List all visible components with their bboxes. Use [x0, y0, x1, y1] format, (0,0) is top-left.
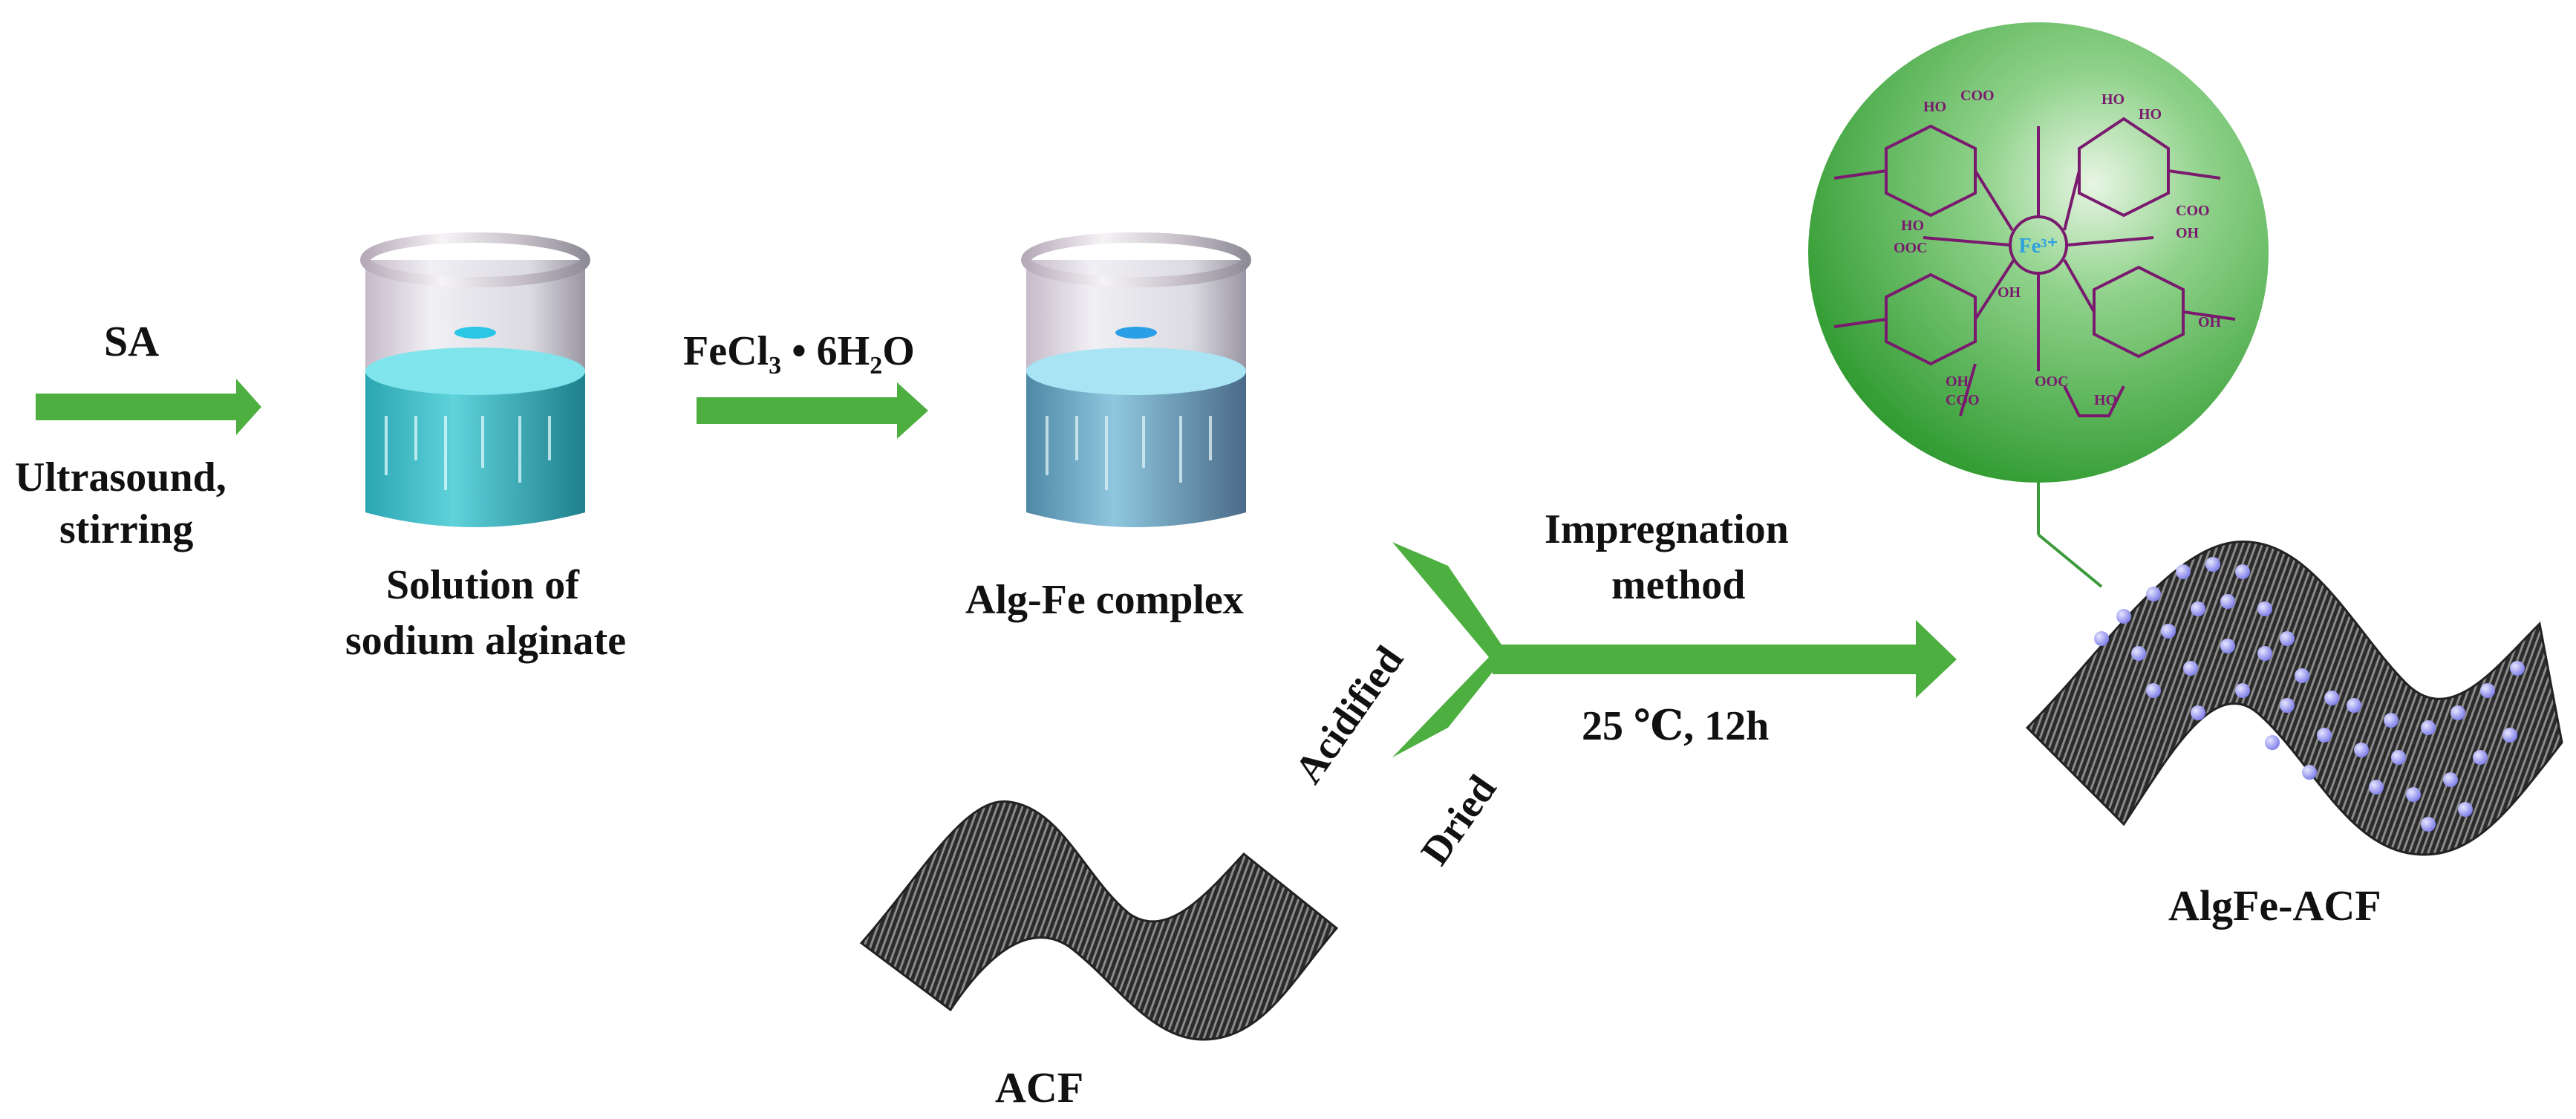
chem-label: OH [1998, 284, 2021, 301]
step1-top-label: SA [104, 317, 160, 365]
chem-label: HO [1901, 218, 1924, 234]
beaker1-caption-2: sodium alginate [345, 618, 627, 664]
beaker2-caption: Alg-Fe complex [965, 577, 1244, 623]
merge-arrow [1392, 542, 1957, 757]
chem-label: COO [2176, 203, 2210, 219]
product-label: AlgFe-ACF [2168, 881, 2381, 930]
chem-label: HO [2094, 392, 2117, 408]
alginate-structure [1833, 117, 2236, 417]
beaker-sodium-alginate [360, 232, 590, 527]
step1-bottom-label-2: stirring [59, 506, 194, 552]
chem-label: HO [2139, 106, 2162, 123]
chem-label: OOC [2035, 373, 2069, 390]
algfe-acf-sheet [2025, 541, 2563, 856]
step2-reagent: FeCl3 • 6H2O [683, 328, 915, 380]
chem-label: OOC [1894, 240, 1928, 256]
step1-bottom-label-1: Ultrasound, [15, 454, 226, 500]
chem-label: OH [2176, 225, 2200, 241]
fe-ion-label: Fe³⁺ [2019, 235, 2058, 258]
structure-bubble: HO COO HO HO COO OH HO OOC OH OH OH COO … [1808, 22, 2269, 483]
chem-label: OH [2198, 314, 2222, 330]
chem-label: HO [1923, 99, 1946, 115]
impregnation-conditions: 25 ℃, 12h [1582, 703, 1770, 749]
acf-sheet [859, 800, 1339, 1041]
beaker-alg-fe [1021, 232, 1251, 527]
chem-label: OH [1946, 373, 1969, 390]
chem-label: HO [2101, 91, 2125, 108]
impregnation-line1: Impregnation [1545, 506, 1789, 552]
chem-label: COO [1960, 88, 1995, 104]
arrow-step1 [36, 379, 261, 435]
beaker1-caption-1: Solution of [386, 562, 579, 608]
acf-label: ACF [995, 1063, 1084, 1112]
arrow-step2 [697, 382, 928, 439]
chem-label: COO [1946, 392, 1980, 408]
impregnation-line2: method [1611, 562, 1746, 608]
